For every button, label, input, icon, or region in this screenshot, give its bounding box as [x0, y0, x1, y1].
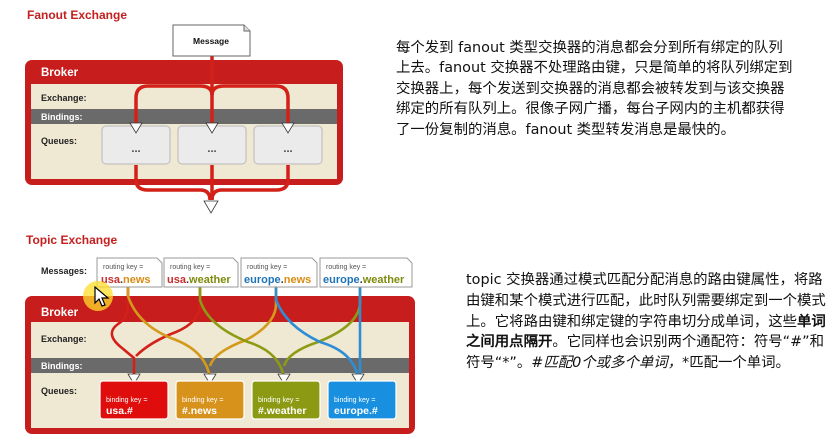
topic-message-4: routing key = europe.weather [319, 257, 413, 288]
topic-queue-weather-binding: binding key = [258, 397, 299, 404]
topic-queue-europe-binding: binding key = [334, 397, 375, 404]
topic-queue-weather: binding key = #.weather [251, 380, 321, 420]
topic-title: Topic Exchange [26, 233, 118, 247]
fanout-queue-3-dots: ... [283, 143, 292, 155]
move-cursor-icon [94, 286, 110, 307]
topic-message-3-part2: news [284, 274, 312, 286]
svg-text:europe.weather: europe.weather [323, 274, 405, 286]
topic-queue-weather-key: #.weather [258, 405, 306, 417]
topic-message-4-part1: europe [323, 274, 360, 286]
topic-queue-usa-binding: binding key = [106, 397, 147, 404]
svg-text:usa.weather: usa.weather [167, 274, 231, 286]
fanout-description: 每个发到 fanout 类型交换器的消息都会分到所有绑定的队列上去。fanout… [396, 40, 793, 138]
topic-queue-europe-key: europe.# [334, 405, 378, 417]
svg-text:europe.news: europe.news [244, 274, 311, 286]
fanout-message-label: Message [193, 36, 229, 46]
topic-description-part3: *匹配一个单词。 [682, 355, 790, 372]
topic-queue-news-key: #.news [182, 405, 217, 417]
fanout-queue-2-dots: ... [207, 143, 216, 155]
topic-message-1: routing key = usa.news [96, 257, 163, 288]
topic-bindings-label: Bindings: [41, 361, 83, 371]
fanout-title: Fanout Exchange [27, 8, 128, 22]
topic-message-2-dot: . [186, 274, 189, 286]
topic-message-3-dot: . [281, 274, 284, 286]
topic-message-4-routing: routing key = [326, 264, 366, 271]
fanout-bindings-label: Bindings: [41, 112, 83, 122]
topic-description-part1: topic 交换器通过模式匹配分配消息的路由键属性，将路由键和某个模式进行匹配，… [466, 272, 826, 330]
fanout-arrowheads [129, 122, 295, 214]
fanout-queues-label: Queues: [41, 136, 77, 146]
topic-queue-europe: binding key = europe.# [327, 380, 397, 420]
topic-routing-lines [110, 287, 362, 379]
fanout-queue-1-dots: ... [131, 143, 140, 155]
fanout-diagram: Broker Exchange: Bindings: Queues: ... .… [25, 24, 343, 214]
topic-message-1-routing: routing key = [103, 264, 143, 271]
topic-message-2-part2: weather [188, 274, 231, 286]
topic-diagram: Broker Exchange: Bindings: Queues: Messa… [25, 257, 415, 434]
fanout-bindings-band [31, 109, 337, 124]
topic-message-3-routing: routing key = [247, 264, 287, 271]
topic-description: topic 交换器通过模式匹配分配消息的路由键属性，将路由键和某个模式进行匹配，… [466, 270, 826, 374]
topic-message-4-dot: . [360, 274, 363, 286]
topic-queue-news: binding key = #.news [175, 380, 245, 420]
topic-messages-label: Messages: [41, 266, 87, 276]
topic-message-2-routing: routing key = [170, 264, 210, 271]
topic-description-italic: #匹配0个或多个单词， [531, 355, 683, 372]
fanout-routing-lines [134, 54, 290, 201]
mouse-cursor-highlight [83, 281, 113, 311]
topic-queues-label: Queues: [41, 386, 77, 396]
fanout-exchange-label: Exchange: [41, 93, 87, 103]
topic-exchange-label: Exchange: [41, 334, 87, 344]
topic-broker-label: Broker [41, 307, 79, 319]
topic-message-4-part2: weather [362, 274, 405, 286]
svg-text:usa.news: usa.news [101, 274, 151, 286]
fanout-message-doc: Message [172, 24, 251, 57]
fanout-broker-label: Broker [41, 67, 79, 79]
topic-bindings-band [31, 358, 409, 373]
topic-arrowheads [127, 373, 365, 385]
topic-message-1-dot: . [120, 274, 123, 286]
topic-queue-news-binding: binding key = [182, 397, 223, 404]
topic-queue-usa-key: usa.# [106, 405, 133, 417]
topic-message-2: routing key = usa.weather [163, 257, 239, 288]
topic-description-bold: 单词之间用点隔开 [466, 313, 826, 351]
topic-queue-usa: binding key = usa.# [99, 380, 169, 420]
topic-description-part2: 。它同样也会识别两个通配符：符号“#”和符号“*”。 [466, 334, 824, 372]
topic-message-1-part2: news [123, 274, 151, 286]
topic-message-3: routing key = europe.news [240, 257, 318, 288]
topic-message-2-part1: usa [167, 274, 187, 286]
topic-message-3-part1: europe [244, 274, 281, 286]
